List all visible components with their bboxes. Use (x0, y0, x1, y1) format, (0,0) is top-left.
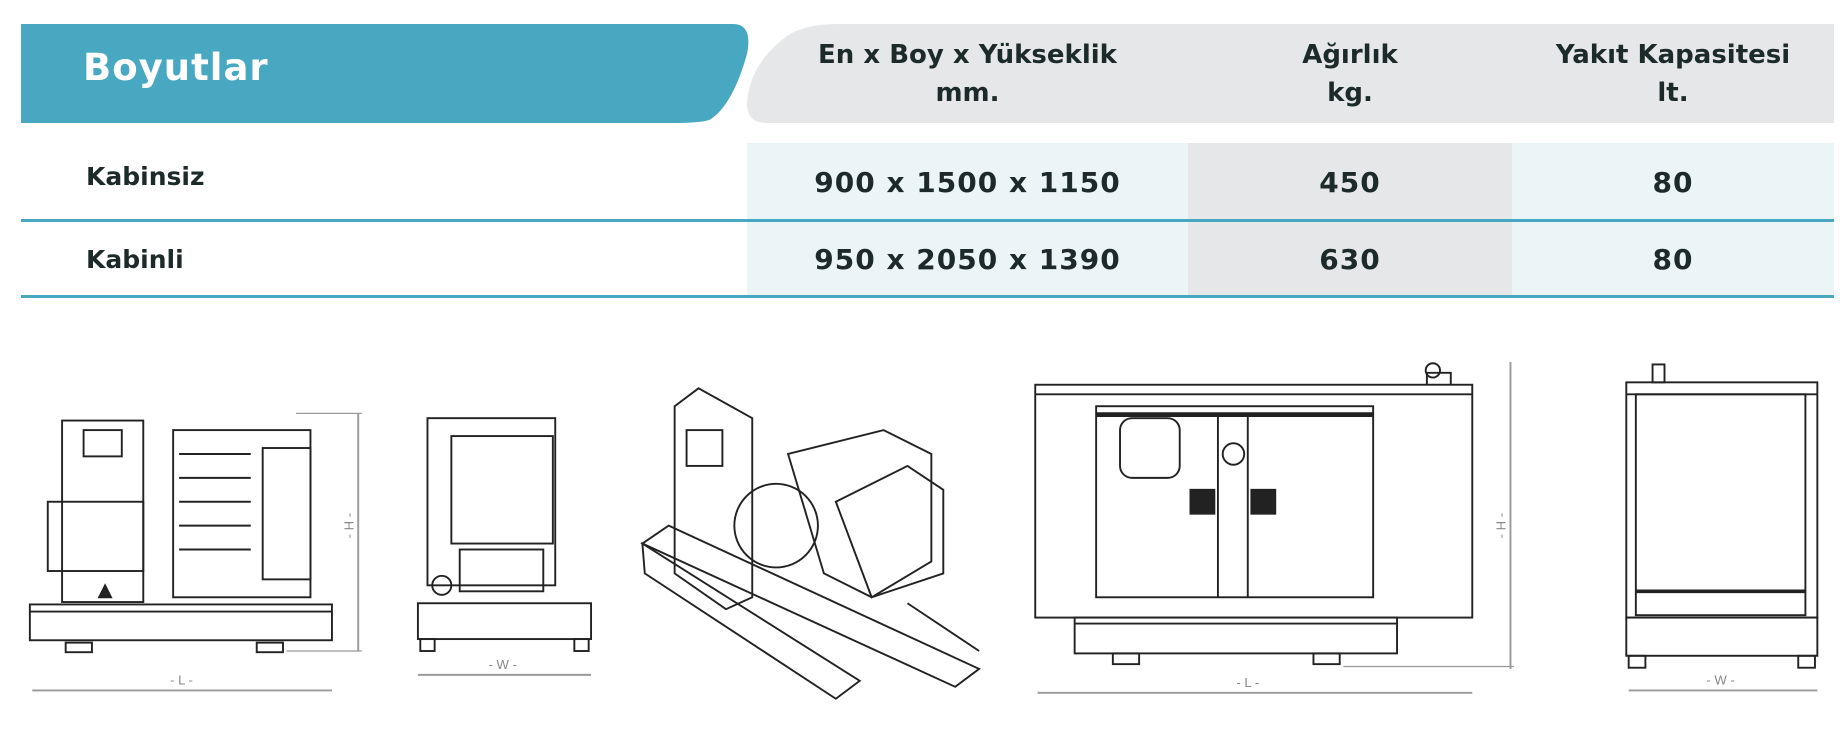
section-title-banner: Boyutlar (21, 24, 751, 123)
dim-label-length: - L - (170, 672, 193, 687)
header-dimensions: En x Boy x Yükseklik mm. (747, 24, 1188, 123)
header-fuel: Yakıt Kapasitesi lt. (1512, 24, 1834, 123)
row-label-kabinli: Kabinli (86, 245, 184, 274)
table-header-background (747, 24, 1834, 123)
header-fuel-unit: lt. (1657, 77, 1689, 108)
cell-weight: 630 (1188, 222, 1512, 296)
header-dimensions-unit: mm. (935, 77, 1000, 108)
dim-label-length: - L - (1236, 675, 1259, 690)
header-dimensions-label: En x Boy x Yükseklik (818, 39, 1117, 70)
dim-label-height: - H - (341, 513, 356, 539)
drawing-open-side (416, 417, 593, 676)
drawing-open-front (28, 412, 362, 692)
dim-label-height: - H - (1494, 513, 1509, 539)
header-weight: Ağırlık kg. (1188, 24, 1512, 123)
row-divider (21, 295, 1834, 298)
section-title: Boyutlar (83, 46, 269, 89)
header-weight-label: Ağırlık (1302, 39, 1398, 70)
drawing-canopy-front (1034, 362, 1515, 694)
drawing-isometric (640, 387, 981, 700)
header-weight-unit: kg. (1327, 77, 1373, 108)
cell-weight: 450 (1188, 143, 1512, 221)
row-label-kabinsiz: Kabinsiz (86, 162, 205, 191)
cell-fuel: 80 (1512, 143, 1834, 221)
cell-dimensions: 950 x 2050 x 1390 (747, 222, 1188, 296)
header-fuel-label: Yakıt Kapasitesi (1555, 39, 1791, 70)
drawing-canopy-side (1625, 363, 1819, 692)
cell-fuel: 80 (1512, 222, 1834, 296)
banner-shape (21, 24, 749, 123)
row-divider (21, 219, 1834, 222)
dim-label-width: - W - (1706, 672, 1734, 687)
dim-label-width: - W - (488, 657, 516, 672)
cell-dimensions: 900 x 1500 x 1150 (747, 143, 1188, 221)
